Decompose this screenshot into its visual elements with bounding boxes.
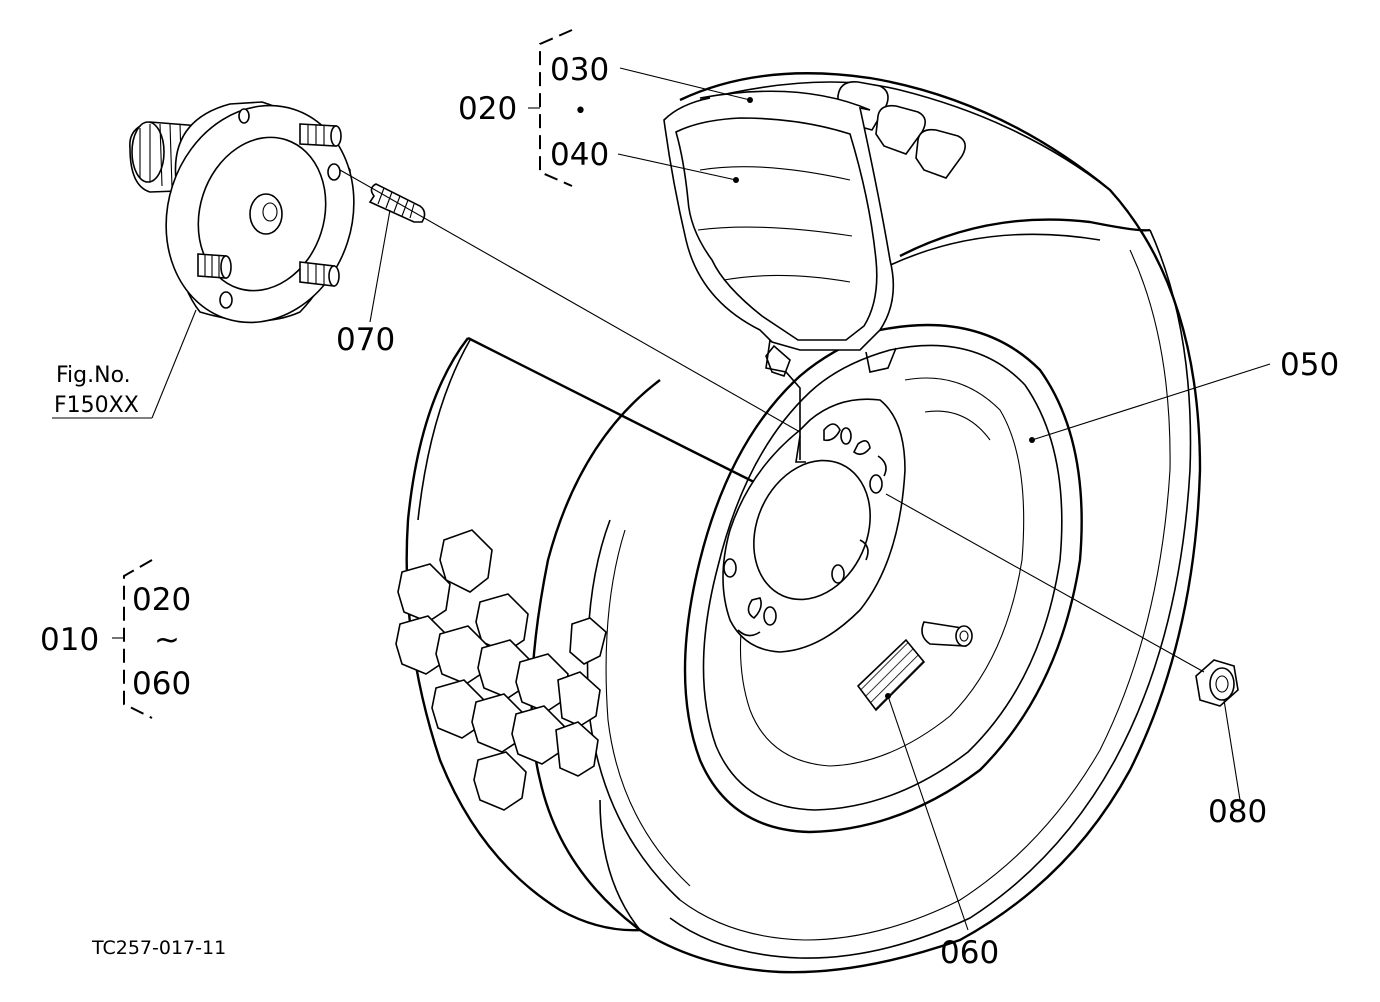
callout-040: 040 bbox=[550, 137, 609, 173]
wheel-rim bbox=[683, 323, 1083, 834]
callout-030: 030 bbox=[550, 52, 609, 88]
callout-range-tilde: ~ bbox=[154, 622, 180, 658]
callout-060-weight: 060 bbox=[940, 935, 999, 971]
group-bracket-010 bbox=[112, 559, 153, 719]
hub-flange bbox=[129, 101, 355, 324]
balance-weight-060 bbox=[856, 638, 926, 712]
callout-010-range-start: 020 bbox=[132, 582, 191, 618]
callout-010-range-end: 060 bbox=[132, 666, 191, 702]
figure-ref-label: Fig.No. bbox=[56, 363, 131, 388]
drawing-id: TC257-017-11 bbox=[91, 937, 226, 959]
callout-020: 020 bbox=[458, 91, 517, 127]
group-bracket-020 bbox=[528, 29, 573, 187]
callout-080: 080 bbox=[1208, 794, 1267, 830]
callout-separator-dot: • bbox=[574, 99, 587, 124]
valve-stem bbox=[921, 621, 973, 647]
callout-050: 050 bbox=[1280, 347, 1339, 383]
callout-010: 010 bbox=[40, 622, 99, 658]
wheel-nut-080 bbox=[1195, 659, 1239, 707]
wheel-center-disc bbox=[722, 344, 906, 653]
callout-070: 070 bbox=[336, 322, 395, 358]
figure-ref-number: F150XX bbox=[54, 393, 139, 418]
leader-lines bbox=[52, 67, 1271, 931]
tread-lugs-side bbox=[395, 529, 607, 811]
tube-cross-section-030-040 bbox=[663, 90, 897, 460]
